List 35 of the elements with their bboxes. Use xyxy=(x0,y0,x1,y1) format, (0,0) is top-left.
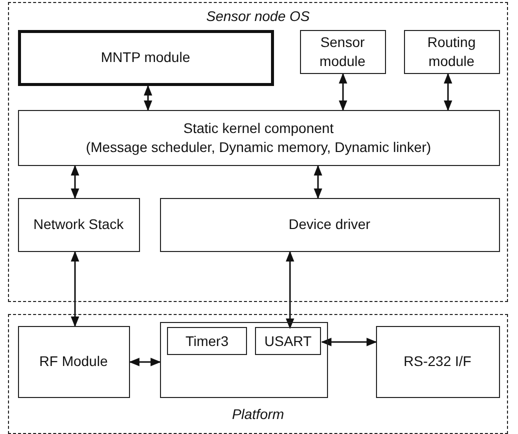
double-arrow xyxy=(338,72,348,112)
box-label: (Message scheduler, Dynamic memory, Dynamic linker) xyxy=(86,138,432,156)
box-label: Timer3 xyxy=(185,332,229,350)
double-arrow xyxy=(70,164,80,200)
box-label: MNTP module xyxy=(100,48,190,67)
box-label: Device driver xyxy=(288,215,370,234)
double-arrow xyxy=(444,72,452,112)
group-title: Platform xyxy=(230,404,286,423)
double-arrow xyxy=(286,250,294,330)
module-box xyxy=(18,30,274,86)
dashed-group-frame xyxy=(8,314,508,434)
double-arrow xyxy=(128,358,162,366)
double-arrow xyxy=(144,84,152,112)
box-label: Sensor module xyxy=(318,33,366,70)
module-box xyxy=(18,198,140,252)
double-arrow xyxy=(314,164,322,200)
module-box xyxy=(404,30,500,74)
group-title: Sensor node OS xyxy=(205,7,311,26)
box-label: Network Stack xyxy=(33,215,124,234)
module-box xyxy=(300,30,386,74)
box-label: Static kernel component xyxy=(183,119,334,138)
dashed-group-frame xyxy=(8,2,508,302)
module-box xyxy=(167,327,247,355)
chip-box xyxy=(160,322,328,398)
module-box xyxy=(376,326,500,398)
box-label: USART xyxy=(264,332,312,350)
double-arrow xyxy=(320,338,378,346)
box-label: RF Module xyxy=(39,352,108,371)
double-arrow xyxy=(70,250,80,328)
box-label: Routing module xyxy=(426,33,477,70)
module-box xyxy=(18,326,130,398)
module-box xyxy=(160,198,500,252)
module-box xyxy=(255,327,321,355)
module-box xyxy=(18,110,500,166)
box-label: RS-232 I/F xyxy=(404,352,472,371)
